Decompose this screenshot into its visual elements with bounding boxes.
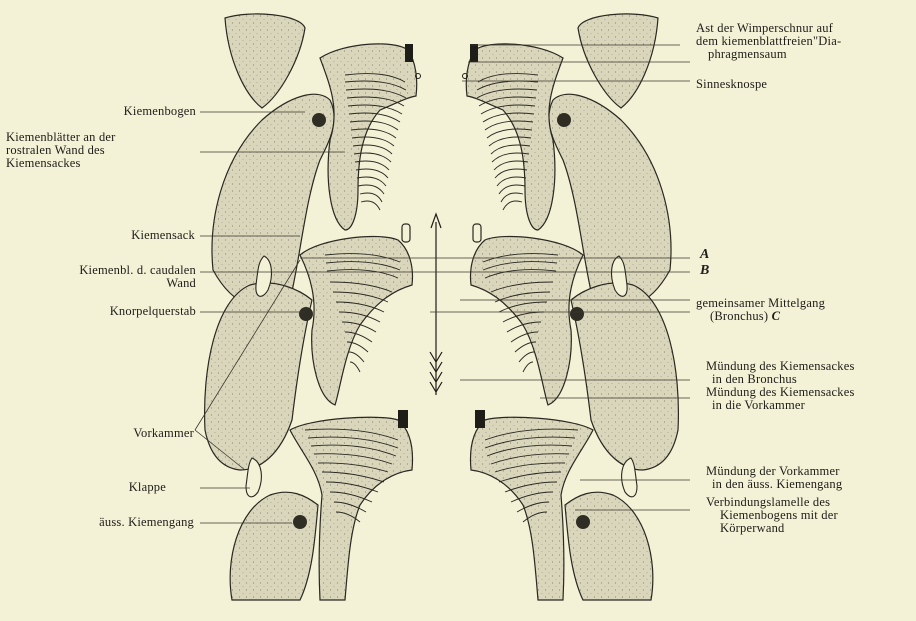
label-mittelgang: gemeinsamer Mittelgang (Bronchus) C (696, 297, 825, 323)
label-letter-a: A (700, 248, 710, 261)
label-wimperschnur: Ast der Wimperschnur auf dem kiemenblatt… (696, 22, 841, 61)
right-half (463, 14, 679, 600)
label-muendung-vorkammer: Mündung des Kiemensackes in die Vorkamme… (706, 386, 855, 412)
label-aeuss-kiemengang: äuss. Kiemengang (99, 516, 194, 529)
label-muendung-kiemengang: Mündung der Vorkammer in den äuss. Kieme… (706, 465, 842, 491)
label-muendung-bronchus: Mündung des Kiemensackes in den Bronchus (706, 360, 855, 386)
left-half (205, 14, 421, 600)
label-letter-c: C (772, 309, 781, 323)
label-vorkammer: Vorkammer (133, 427, 194, 440)
label-kiemensack: Kiemensack (131, 229, 195, 242)
label-kiemenblaetter-rostral: Kiemenblätter an der rostralen Wand des … (6, 131, 116, 170)
label-kiemenbogen: Kiemenbogen (124, 105, 196, 118)
label-knorpelquerstab: Knorpelquerstab (110, 305, 196, 318)
label-klappe: Klappe (129, 481, 166, 494)
label-letter-b: B (700, 264, 710, 277)
label-kiemenbl-caudal: Kiemenbl. d. caudalen Wand (79, 264, 196, 290)
label-sinnesknospe: Sinnesknospe (696, 78, 767, 91)
flow-arrows (430, 214, 442, 395)
label-verbindungslamelle: Verbindungslamelle des Kiemenbogens mit … (706, 496, 838, 535)
